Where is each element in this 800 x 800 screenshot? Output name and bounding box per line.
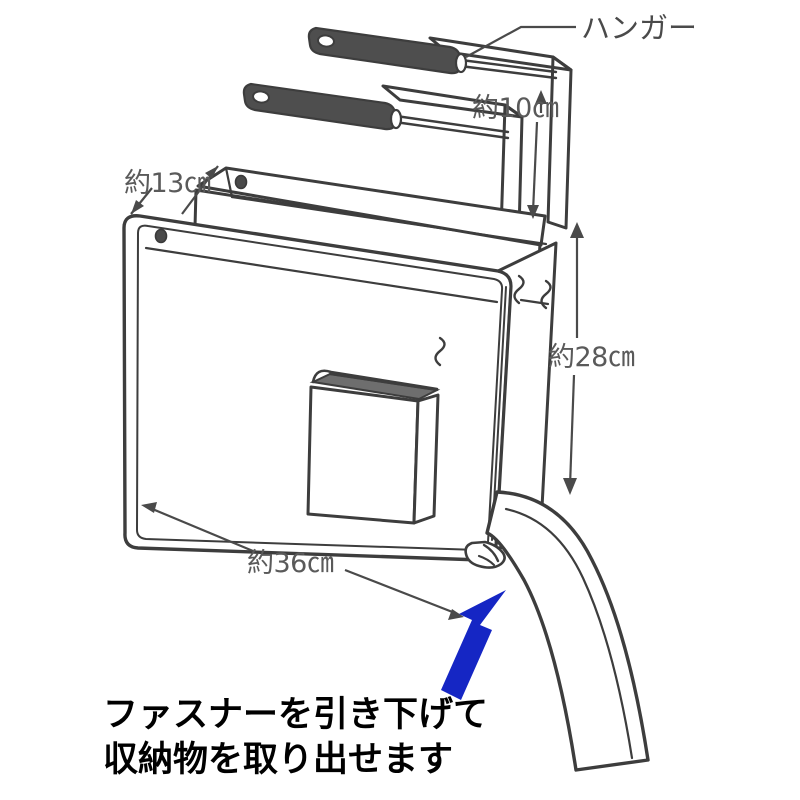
caption-block: ファスナーを引き下げて 収納物を取り出せます [103,695,488,780]
hanger-callout: ハンガー [465,11,697,58]
bag-bottom-flap [485,490,650,772]
dimension-label-width: 約36㎝ [247,548,334,579]
handle-eyelet-front [252,90,270,104]
bag-front-pocket [306,369,441,525]
caption-line-1: ファスナーを引き下げて [103,695,488,735]
dimension-label-height: 約28㎝ [548,342,635,373]
arrowhead-up [570,222,584,238]
handle-eyelet-back [317,34,335,48]
arrowhead-down-left [131,200,144,214]
arrowhead-down [527,205,539,219]
arrowhead-down [563,478,577,495]
accent-arrow [441,590,506,700]
arrowhead-right [448,609,464,620]
handle-strap-front [242,82,510,140]
caption-line-2: 収納物を取り出せます [103,740,453,780]
dimension-hanger-10: 約10㎝ [472,90,559,219]
dimension-depth-13: 約13㎝ [124,165,219,215]
arrowhead-left [141,502,157,513]
handle-strap-back [307,26,558,80]
dimension-width-36: 約36㎝ [141,502,464,620]
dimension-height-28: 約28㎝ [548,222,635,495]
bag-gusset-notch [434,336,446,367]
part-label-hanger: ハンガー [581,11,697,45]
arrowhead-up [535,90,547,104]
zipper-pull [464,540,506,569]
arrowhead-up-right [205,166,218,179]
dimension-label-depth: 約13㎝ [124,168,211,199]
bag-inner-pocket [196,166,548,247]
dimension-label-hanger-height: 約10㎝ [472,93,559,124]
